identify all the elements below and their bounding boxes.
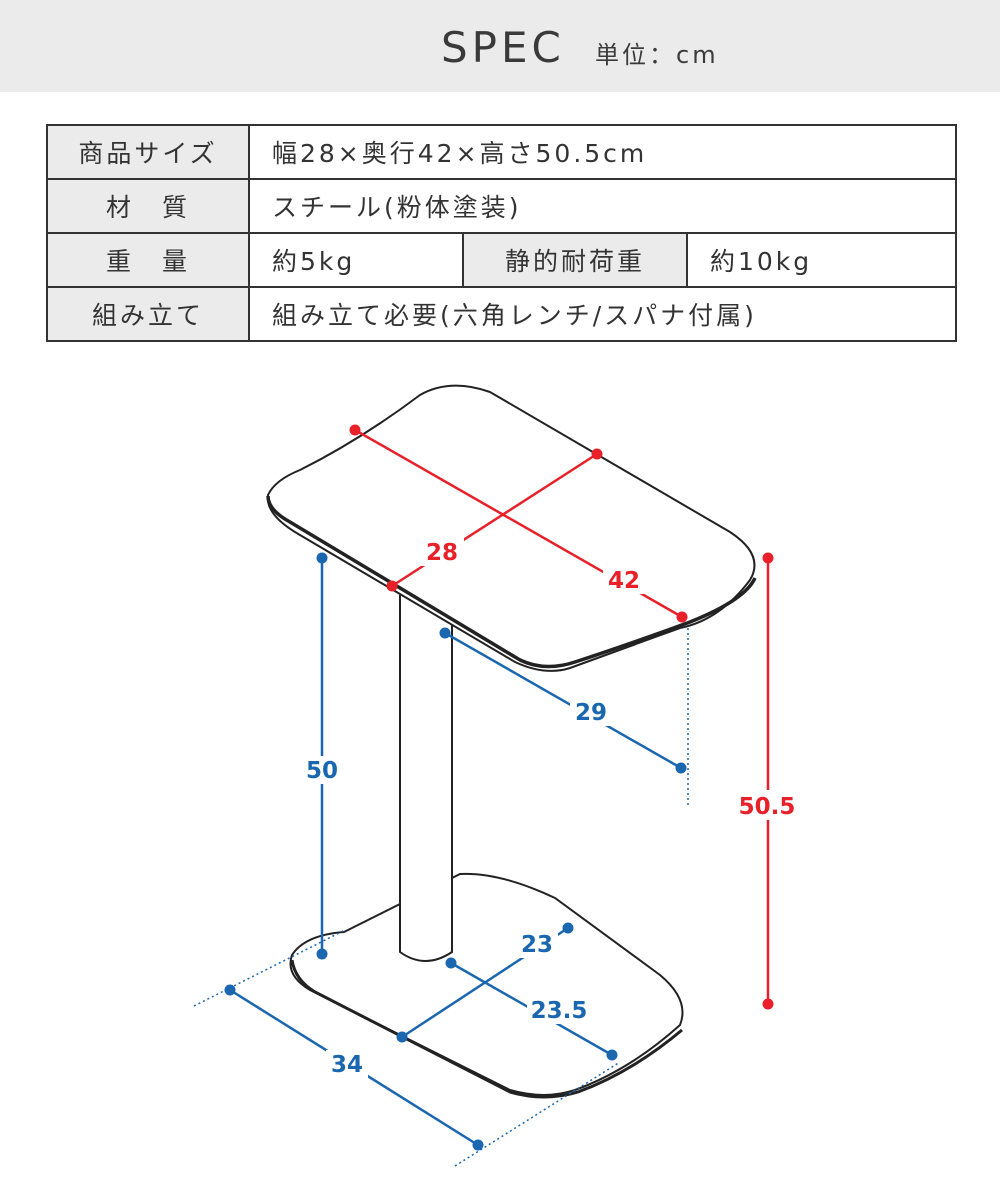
material-label: 材 質 bbox=[46, 178, 250, 234]
material-value: スチール(粉体塗装) bbox=[248, 178, 957, 234]
spec-table: 商品サイズ 幅28×奥行42×高さ50.5cm 材 質 スチール(粉体塗装) 重… bbox=[46, 124, 957, 342]
dim-lines-red bbox=[349, 424, 804, 1010]
table-row: 商品サイズ 幅28×奥行42×高さ50.5cm bbox=[46, 124, 957, 180]
load-label: 静的耐荷重 bbox=[462, 232, 688, 288]
dim-lines-blue bbox=[224, 552, 687, 1151]
dim-top-offset: 29 bbox=[575, 700, 607, 726]
dim-base-depth: 23.5 bbox=[531, 998, 588, 1024]
dim-total-height: 50.5 bbox=[739, 794, 796, 820]
table-row: 材 質 スチール(粉体塗装) bbox=[46, 178, 957, 234]
size-label: 商品サイズ bbox=[46, 124, 250, 180]
header-bar: SPEC 単位：cm bbox=[0, 0, 1000, 92]
dim-top-depth: 42 bbox=[608, 568, 640, 594]
guide-lines bbox=[193, 628, 689, 1167]
table-row: 組み立て 組み立て必要(六角レンチ/スパナ付属) bbox=[46, 286, 957, 342]
column bbox=[399, 595, 453, 962]
load-value: 約10kg bbox=[686, 232, 957, 288]
weight-value: 約5kg bbox=[248, 232, 464, 288]
assembly-label: 組み立て bbox=[46, 286, 250, 342]
weight-label: 重 量 bbox=[46, 232, 250, 288]
size-value: 幅28×奥行42×高さ50.5cm bbox=[248, 124, 957, 180]
table-top bbox=[266, 384, 757, 672]
dim-column-height: 50 bbox=[306, 758, 338, 784]
unit-label: 単位：cm bbox=[595, 41, 719, 69]
table-row: 重 量 約5kg 静的耐荷重 約10kg bbox=[46, 232, 957, 288]
assembly-value: 組み立て必要(六角レンチ/スパナ付属) bbox=[248, 286, 957, 342]
dim-base-length: 34 bbox=[331, 1052, 363, 1078]
dim-base-width: 23 bbox=[521, 932, 553, 958]
dim-top-width: 28 bbox=[426, 540, 458, 566]
page-title: SPEC bbox=[441, 23, 565, 72]
